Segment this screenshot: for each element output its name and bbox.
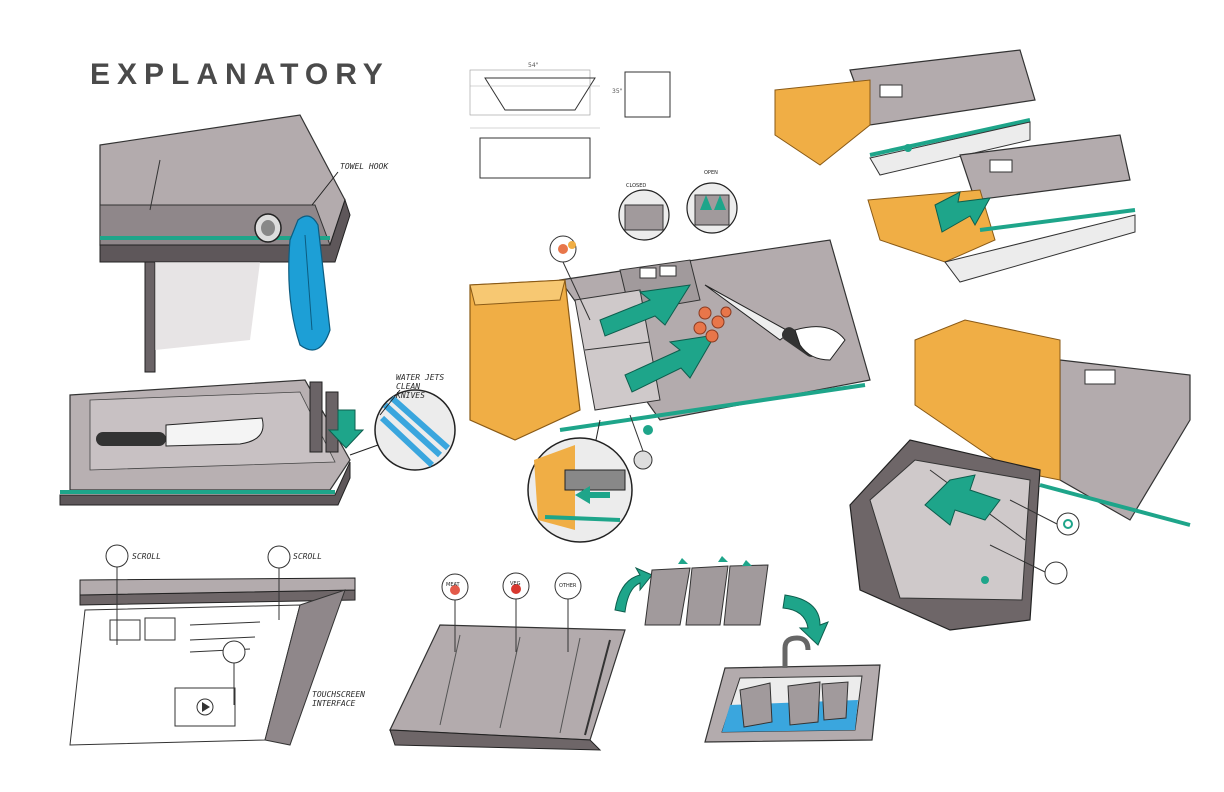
veg-label: VEG [510,581,521,587]
water-jets-label: WATER JETS CLEAN KNIVES [396,373,445,400]
green-arrow-icon [924,474,1001,526]
green-arrow-icon [614,566,653,613]
recycle-icon [1056,512,1080,536]
scroll-label-left: SCROLL [132,552,161,561]
touchscreen-vignette [69,544,356,746]
touchscreen-label: TOUCHSCREEN INTERFACE [312,690,365,708]
tap-hand-icon [222,640,246,664]
other-label: OTHER [559,583,577,589]
trash-bag-icon [633,450,653,470]
knife-block-vignette [59,379,456,506]
closed-label: CLOSED [626,183,647,189]
top-right-modules [774,49,1136,283]
green-arrow-icon [782,594,829,646]
width-dimension: 54" [528,62,539,69]
knife-handle-icon [96,432,166,446]
towel-hook-label: TOWEL HOOK [340,162,389,171]
green-arrow-icon [934,191,991,233]
towel-hook-vignette [99,114,351,373]
meat-label: MEAT [446,582,460,588]
scroll-hand-icon [105,544,129,568]
bin-compartment [849,319,1191,631]
page-title: EXPLANATORY [90,58,390,91]
green-arrow-icon [599,284,691,337]
scroll-hand-icon [267,545,291,569]
green-arrow-icon [624,334,716,393]
height-dimension: 35" [612,88,623,95]
compost-bag-icon [1044,561,1068,585]
open-label: OPEN [704,170,718,176]
scroll-label-right: SCROLL [293,552,322,561]
towel-icon [288,215,331,351]
board-slots-vignette [389,556,881,751]
play-button-icon [196,698,214,716]
faucet-icon [782,635,811,668]
main-cutting-station [469,182,871,543]
technical-drawing [469,69,671,179]
